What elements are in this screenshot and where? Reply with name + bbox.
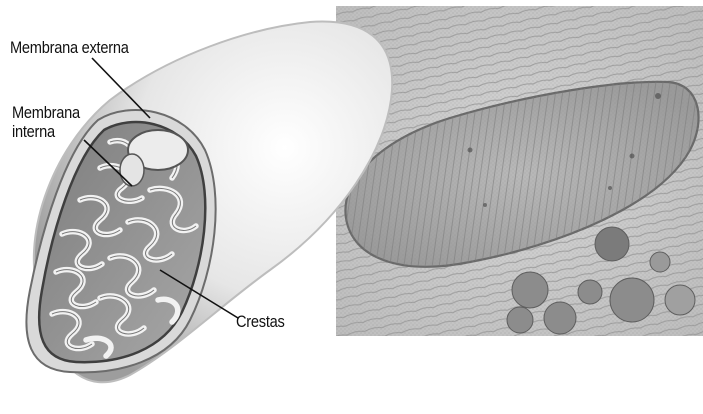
inner-membrane-label-line2: interna bbox=[12, 122, 80, 141]
inner-membrane-label-line1: Membrana bbox=[12, 103, 80, 122]
cristae-label: Crestas bbox=[236, 312, 285, 331]
electron-micrograph bbox=[336, 6, 703, 336]
inner-membrane-label: Membrana interna bbox=[12, 103, 80, 141]
outer-membrane-label: Membrana externa bbox=[10, 38, 129, 57]
